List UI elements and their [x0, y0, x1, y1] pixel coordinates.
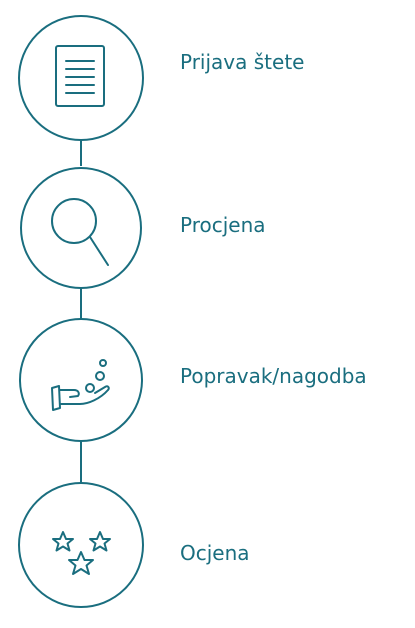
step-circle-3	[19, 318, 143, 442]
step-label-2: Procjena	[180, 213, 266, 237]
hand-coins-icon	[51, 359, 110, 411]
step-label-4: Ocjena	[180, 541, 250, 565]
stars-icon	[52, 531, 111, 575]
document-icon	[55, 45, 105, 107]
step-label-3: Popravak/nagodba	[180, 364, 367, 388]
step-circle-2	[20, 167, 142, 289]
step-label-1: Prijava štete	[180, 50, 305, 74]
step-circle-4	[18, 482, 144, 608]
magnifier-icon	[51, 198, 109, 266]
